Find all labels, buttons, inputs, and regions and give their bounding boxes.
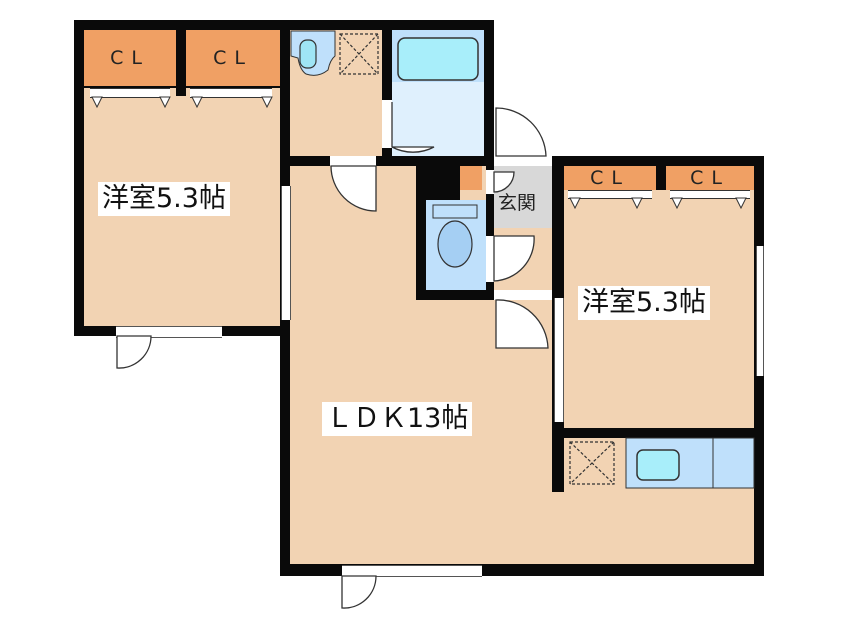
- closet-door-strip: [90, 88, 170, 98]
- wall: [484, 20, 494, 166]
- door-opening-bath[interactable]: [382, 100, 392, 148]
- entrance-shoe-box: [460, 166, 482, 190]
- closet-door-strip: [190, 88, 272, 98]
- closet-label: CL: [110, 47, 150, 69]
- wall: [280, 156, 494, 166]
- wall: [656, 156, 666, 190]
- bathtub-icon: [397, 37, 479, 81]
- closet-3[interactable]: CL: [564, 166, 656, 190]
- closet-2[interactable]: CL: [186, 30, 280, 86]
- washing-machine-icon: [339, 33, 379, 75]
- wall: [176, 20, 186, 96]
- toilet-icon: [432, 204, 478, 268]
- window-right-room[interactable]: [756, 246, 764, 376]
- closet-label: CL: [590, 167, 630, 189]
- sliding-door-left-room[interactable]: [281, 186, 291, 320]
- window-left-room-bottom[interactable]: [116, 326, 222, 338]
- closet-label: CL: [690, 167, 730, 189]
- wall: [416, 156, 426, 300]
- wall: [382, 20, 392, 166]
- door-opening-genkan[interactable]: [486, 170, 494, 194]
- wall: [74, 20, 84, 336]
- closet-1[interactable]: CL: [84, 30, 176, 86]
- sliding-door-right-room[interactable]: [554, 298, 564, 422]
- closet-door-strip: [568, 190, 652, 199]
- room-label-western-left: 洋室5.3帖: [98, 182, 230, 216]
- ldk-opening-kitchen: [552, 492, 564, 564]
- window-ldk-bottom[interactable]: [342, 565, 482, 577]
- closet-label: CL: [213, 47, 253, 69]
- wall: [486, 156, 494, 300]
- wall: [84, 86, 280, 88]
- room-label-western-right: 洋室5.3帖: [578, 286, 710, 320]
- refrigerator-icon: [569, 441, 615, 485]
- door-opening-washroom[interactable]: [330, 156, 376, 166]
- wall: [552, 428, 764, 438]
- closet-door-strip: [670, 190, 750, 199]
- washbasin-icon: [290, 30, 336, 76]
- entrance-door-opening[interactable]: [494, 156, 552, 166]
- room-label-entrance: 玄関: [498, 192, 537, 214]
- door-opening-hall[interactable]: [494, 290, 552, 300]
- wall: [416, 290, 494, 300]
- door-opening-toilet[interactable]: [486, 236, 494, 282]
- room-label-ldk: ＬＤＫ13帖: [322, 402, 473, 436]
- closet-4[interactable]: CL: [666, 166, 754, 190]
- kitchen-sink-icon: [636, 449, 680, 481]
